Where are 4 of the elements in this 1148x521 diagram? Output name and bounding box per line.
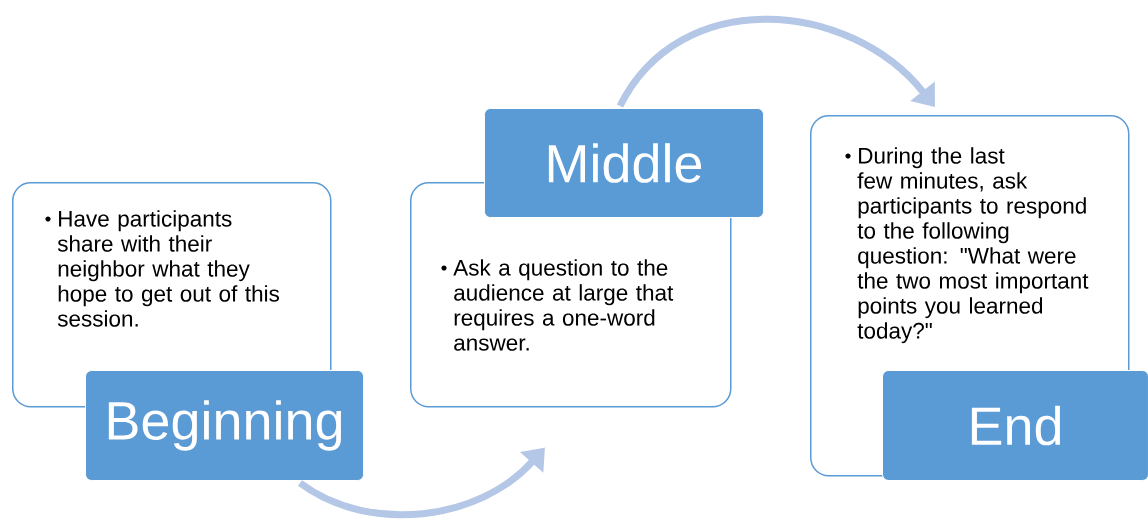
title-box: End [882, 370, 1148, 481]
title-box: Beginning [85, 370, 364, 481]
title-box: Middle [484, 108, 764, 218]
curved-arrow [617, 15, 935, 108]
